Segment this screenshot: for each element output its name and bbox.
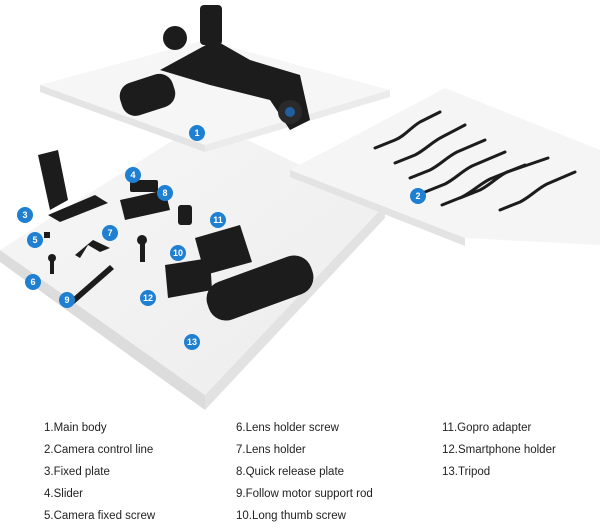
- legend-item: 7.Lens holder: [236, 444, 306, 456]
- legend-item: 8.Quick release plate: [236, 466, 345, 478]
- legend-item: 12.Smartphone holder: [442, 444, 556, 456]
- accessories: [38, 150, 314, 321]
- legend-item: 2.Camera control line: [44, 444, 154, 456]
- legend-item: 11.Gopro adapter: [442, 422, 532, 434]
- callout-11: 11: [213, 215, 223, 225]
- legend-item: 6.Lens holder screw: [236, 422, 339, 434]
- parts-legend: 1.Main body 2.Camera control line 3.Fixe…: [0, 410, 600, 524]
- callout-8: 8: [162, 188, 167, 198]
- callout-10: 10: [173, 248, 183, 258]
- legend-item: 9.Follow motor support rod: [236, 488, 373, 500]
- callout-2: 2: [415, 191, 420, 201]
- legend-item: 13.Tripod: [442, 466, 491, 478]
- callout-4: 4: [130, 170, 135, 180]
- callout-13: 13: [187, 337, 197, 347]
- legend-item: 10.Long thumb screw: [236, 510, 346, 522]
- legend-item: 3.Fixed plate: [44, 466, 110, 478]
- legend-column-1: 1.Main body 2.Camera control line 3.Fixe…: [44, 420, 155, 530]
- callout-6: 6: [30, 277, 35, 287]
- product-scene: 1 2 3 4 5 6 7 8 9 10 11 12 13: [0, 5, 600, 410]
- callout-3: 3: [22, 210, 27, 220]
- main-platform: [0, 120, 385, 410]
- callout-1: 1: [194, 128, 199, 138]
- legend-column-3: 11.Gopro adapter 12.Smartphone holder 13…: [442, 420, 556, 486]
- legend-item: 5.Camera fixed screw: [44, 510, 156, 522]
- callout-9: 9: [64, 295, 69, 305]
- main-body-gimbal: [119, 5, 310, 130]
- callout-7: 7: [107, 228, 112, 238]
- cable-platform: [290, 88, 600, 246]
- legend-column-2: 6.Lens holder screw 7.Lens holder 8.Quic…: [236, 420, 373, 530]
- callout-12: 12: [143, 293, 153, 303]
- legend-item: 1.Main body: [44, 422, 107, 434]
- callout-badges: 1 2 3 4 5 6 7 8 9 10 11 12 13: [17, 125, 426, 350]
- legend-item: 4.Slider: [44, 488, 83, 500]
- camera-control-cables: [373, 110, 577, 212]
- callout-5: 5: [32, 235, 37, 245]
